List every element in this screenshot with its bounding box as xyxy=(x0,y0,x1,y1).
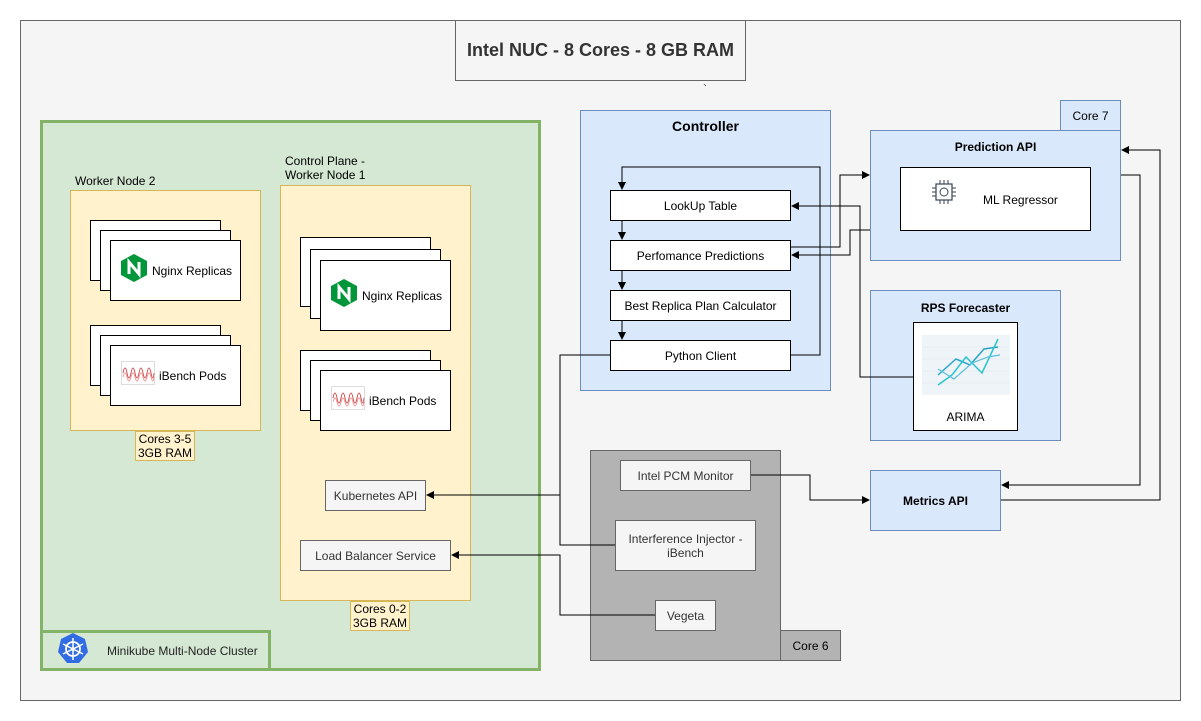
load-balancer-service: Load Balancer Service xyxy=(300,540,451,571)
core6-label: Core 6 xyxy=(780,630,841,661)
control-plane-resources: Cores 0-2 3GB RAM xyxy=(350,601,410,631)
nginx-icon xyxy=(330,278,358,313)
controller-title: Controller xyxy=(672,118,739,134)
lookup-table: LookUp Table xyxy=(610,190,791,221)
edge-prediction-api-to-predictions xyxy=(791,229,870,259)
edge-predictions-to-prediction-api xyxy=(791,171,870,248)
cluster-label: Minikube Multi-Node Cluster xyxy=(107,643,258,658)
ibench-label: iBench Pods xyxy=(369,393,437,408)
arima-label: ARIMA xyxy=(946,410,985,424)
control-plane-label-line1: Control Plane - xyxy=(285,154,366,168)
vegeta: Vegeta xyxy=(655,600,716,631)
chart-icon xyxy=(922,335,1010,400)
ibench-label: iBench Pods xyxy=(159,368,227,383)
nginx-icon xyxy=(120,253,148,288)
cores-label: Cores 0-2 xyxy=(353,602,407,616)
ibench-pods-cp: iBench Pods xyxy=(320,370,451,431)
nginx-replicas-wn2: Nginx Replicas xyxy=(110,240,241,301)
prediction-api-title: Prediction API xyxy=(954,140,1037,154)
ml-regressor: ML Regressor xyxy=(900,167,1091,231)
chip-icon xyxy=(931,179,957,210)
python-client: Python Client xyxy=(610,340,791,371)
interference-injector: Interference Injector - iBench xyxy=(615,520,756,571)
core7-label: Core 7 xyxy=(1060,100,1121,131)
ibench-icon xyxy=(331,386,365,415)
worker-node-2-resources: Cores 3-5 3GB RAM xyxy=(135,431,195,461)
performance-predictions: Perfomance Predictions xyxy=(610,240,791,271)
ibench-pods-wn2: iBench Pods xyxy=(110,345,241,406)
edge-vegeta-to-load-balancer xyxy=(451,551,655,616)
edge-client-loop xyxy=(618,166,821,356)
arima-card: ARIMA xyxy=(913,322,1018,431)
ibench-icon xyxy=(121,361,155,390)
kubernetes-icon xyxy=(57,632,89,669)
edge-pcm-to-metrics xyxy=(751,474,870,504)
kubernetes-api: Kubernetes API xyxy=(325,480,426,511)
worker-node-2-label: Worker Node 2 xyxy=(75,174,156,188)
ml-regressor-label: ML Regressor xyxy=(983,193,1058,207)
control-plane-label-line2: Worker Node 1 xyxy=(285,168,366,182)
cores-label: Cores 3-5 xyxy=(138,432,192,446)
cluster-label-box: Minikube Multi-Node Cluster xyxy=(40,630,271,671)
injector-line2: iBench xyxy=(667,545,704,560)
metrics-api: Metrics API xyxy=(870,470,1001,531)
ram-label: 3GB RAM xyxy=(352,616,407,630)
best-replica-plan-calculator: Best Replica Plan Calculator xyxy=(610,290,791,321)
control-plane-label: Control Plane - Worker Node 1 xyxy=(285,154,365,182)
title-tick: ` xyxy=(703,82,707,96)
edge-rps-to-lookup xyxy=(791,202,913,378)
edge-prediction-api-to-metrics xyxy=(1001,174,1141,489)
nginx-replicas-cp: Nginx Replicas xyxy=(320,260,451,331)
nginx-label: Nginx Replicas xyxy=(362,288,443,303)
ram-label: 3GB RAM xyxy=(137,446,192,460)
injector-line1: Interference Injector - xyxy=(628,531,743,546)
nginx-label: Nginx Replicas xyxy=(152,263,233,278)
edge-injector xyxy=(559,495,615,546)
rps-forecaster-title: RPS Forecaster xyxy=(920,301,1011,315)
edge-metrics-to-prediction-api xyxy=(1001,146,1161,501)
edge-client-to-kubernetes-api xyxy=(426,354,610,499)
host-title: Intel NUC - 8 Cores - 8 GB RAM xyxy=(455,20,746,81)
intel-pcm-monitor: Intel PCM Monitor xyxy=(620,460,751,491)
